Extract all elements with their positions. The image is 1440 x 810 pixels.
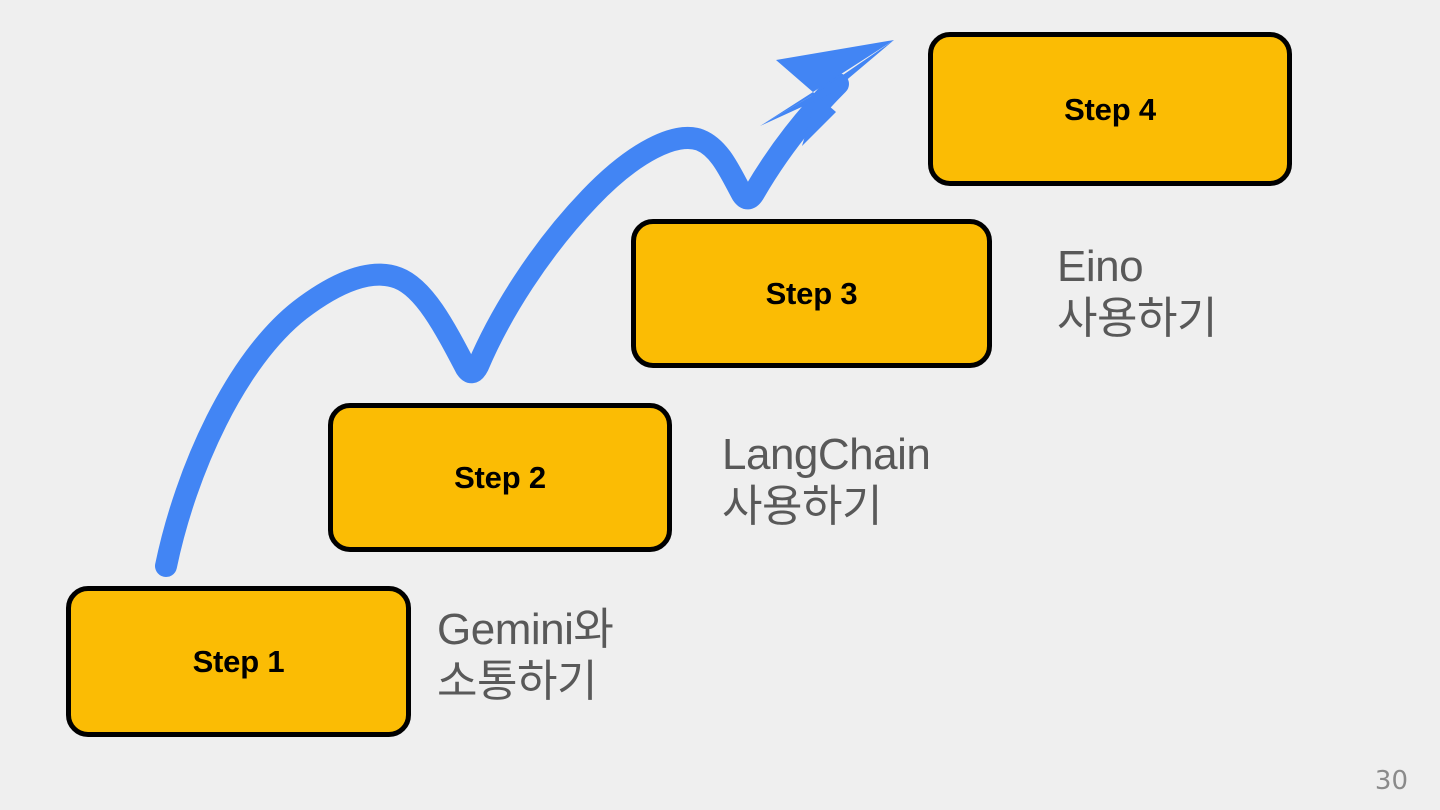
step-box-4-label: Step 4 (1064, 91, 1156, 127)
step-box-1[interactable]: Step 1 (66, 586, 411, 737)
step-box-4[interactable]: Step 4 (928, 32, 1292, 186)
arrow-head-connector (760, 40, 894, 126)
arrow-head (760, 40, 894, 146)
step-2-caption: LangChain 사용하기 (722, 430, 931, 531)
step-box-1-label: Step 1 (192, 644, 285, 679)
page-number: 30 (1374, 766, 1408, 796)
step-3-caption: Eino 사용하기 (1057, 242, 1217, 343)
step-box-3-label: Step 3 (765, 276, 858, 311)
step-box-3[interactable]: Step 3 (631, 219, 992, 368)
step-box-2-label: Step 2 (454, 460, 546, 495)
step-1-caption: Gemini와 소통하기 (437, 605, 614, 706)
step-box-2[interactable]: Step 2 (328, 403, 672, 552)
